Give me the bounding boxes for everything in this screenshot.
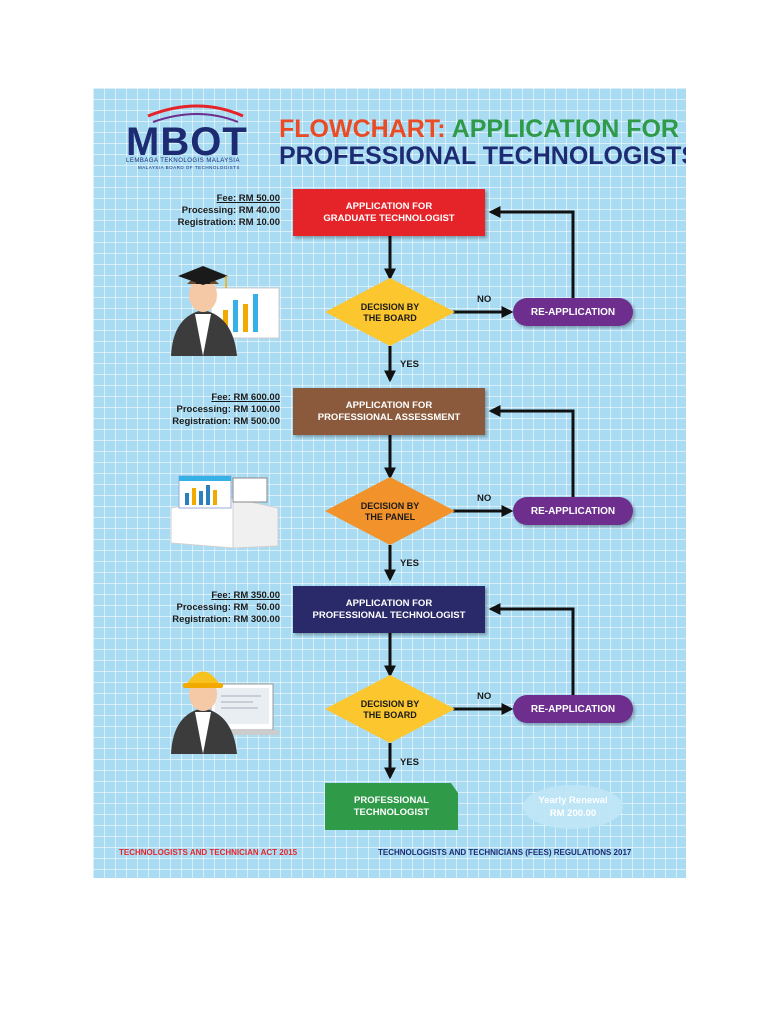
title-part2: APPLICATION FOR: [451, 115, 679, 143]
yes-label-3: YES: [400, 757, 420, 768]
renewal-cloud: [523, 785, 623, 829]
box-professional-technologist: APPLICATION FOR PROFESSIONAL TECHNOLOGIS…: [293, 586, 485, 633]
flowchart-poster: MBOT LEMBAGA TEKNOLOGIS MALAYSIA MALAYSI…: [93, 88, 686, 878]
final-professional-technologist: PROFESSIONAL TECHNOLOGIST: [353, 794, 430, 818]
footer-regulations: TECHNOLOGISTS AND TECHNICIANS (FEES) REG…: [378, 848, 632, 857]
reapplication-1: RE-APPLICATION: [513, 298, 633, 326]
engineer-illustration: [171, 671, 279, 754]
no-label-1: NO: [477, 294, 492, 305]
graduate-illustration: [171, 266, 280, 356]
reapplication-3: RE-APPLICATION: [513, 695, 633, 723]
fees-step-2: Fee: RM 600.00 Processing: RM 100.00 Reg…: [172, 392, 280, 427]
box-graduate-technologist: APPLICATION FOR GRADUATE TECHNOLOGIST: [293, 189, 485, 236]
decision-diamond-2: [325, 477, 455, 545]
no-label-2: NO: [477, 493, 492, 504]
title-line2: PROFESSIONAL TECHNOLOGISTS: [279, 142, 686, 170]
fees-step-1: Fee: RM 50.00 Processing: RM 40.00 Regis…: [177, 193, 280, 228]
yes-label-1: YES: [400, 359, 420, 370]
page-title: FLOWCHART: APPLICATION FOR PROFESSIONAL …: [279, 116, 686, 170]
mbot-logo: MBOT: [126, 120, 248, 164]
footer-act: TECHNOLOGISTS AND TECHNICIAN ACT 2015: [119, 848, 298, 857]
decision-diamond-1: [325, 278, 455, 346]
arrow-return-2: [488, 405, 575, 497]
box-professional-assessment: APPLICATION FOR PROFESSIONAL ASSESSMENT: [293, 388, 485, 435]
logo-subtitle-2: MALAYSIA BOARD OF TECHNOLOGISTS: [138, 165, 240, 170]
title-part1: FLOWCHART:: [279, 115, 446, 143]
arrow-return-3: [488, 603, 575, 695]
logo-subtitle: LEMBAGA TEKNOLOGIS MALAYSIA: [126, 158, 240, 164]
yes-label-2: YES: [400, 558, 420, 569]
yearly-renewal: Yearly Renewal RM 200.00: [538, 795, 608, 819]
arrow-return-1: [488, 206, 575, 298]
documents-illustration: [170, 475, 279, 549]
final-box-shape: [325, 783, 458, 830]
fees-step-3: Fee: RM 350.00 Processing: RM 50.00 Regi…: [172, 590, 280, 625]
logo-swoosh-icon: [147, 104, 244, 118]
reapplication-2: RE-APPLICATION: [513, 497, 633, 525]
decision-diamond-3: [325, 675, 455, 743]
flow-connectors: [147, 104, 623, 830]
no-label-3: NO: [477, 691, 492, 702]
